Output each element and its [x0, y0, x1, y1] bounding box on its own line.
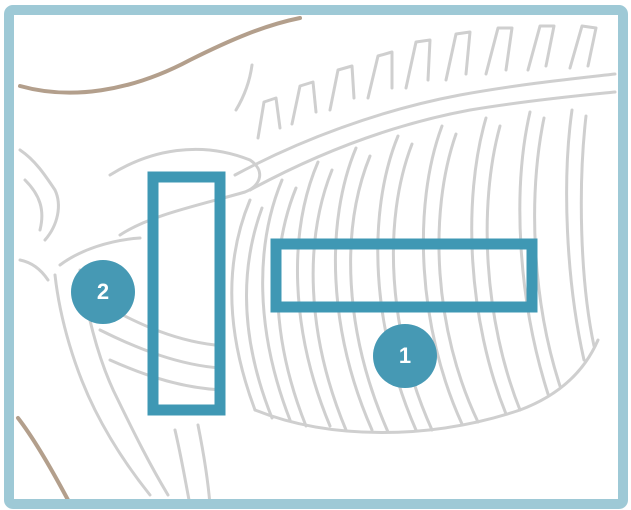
marker-badge-2: 2	[71, 260, 135, 324]
ventral-skin-line	[18, 418, 68, 500]
marker-label-2: 2	[97, 279, 109, 305]
dorsal-skin-line	[20, 18, 300, 93]
marker-label-1: 1	[399, 343, 411, 369]
neck	[20, 150, 58, 280]
spine	[235, 26, 615, 190]
highlight-region-2	[153, 177, 220, 410]
marker-badge-1: 1	[373, 324, 437, 388]
